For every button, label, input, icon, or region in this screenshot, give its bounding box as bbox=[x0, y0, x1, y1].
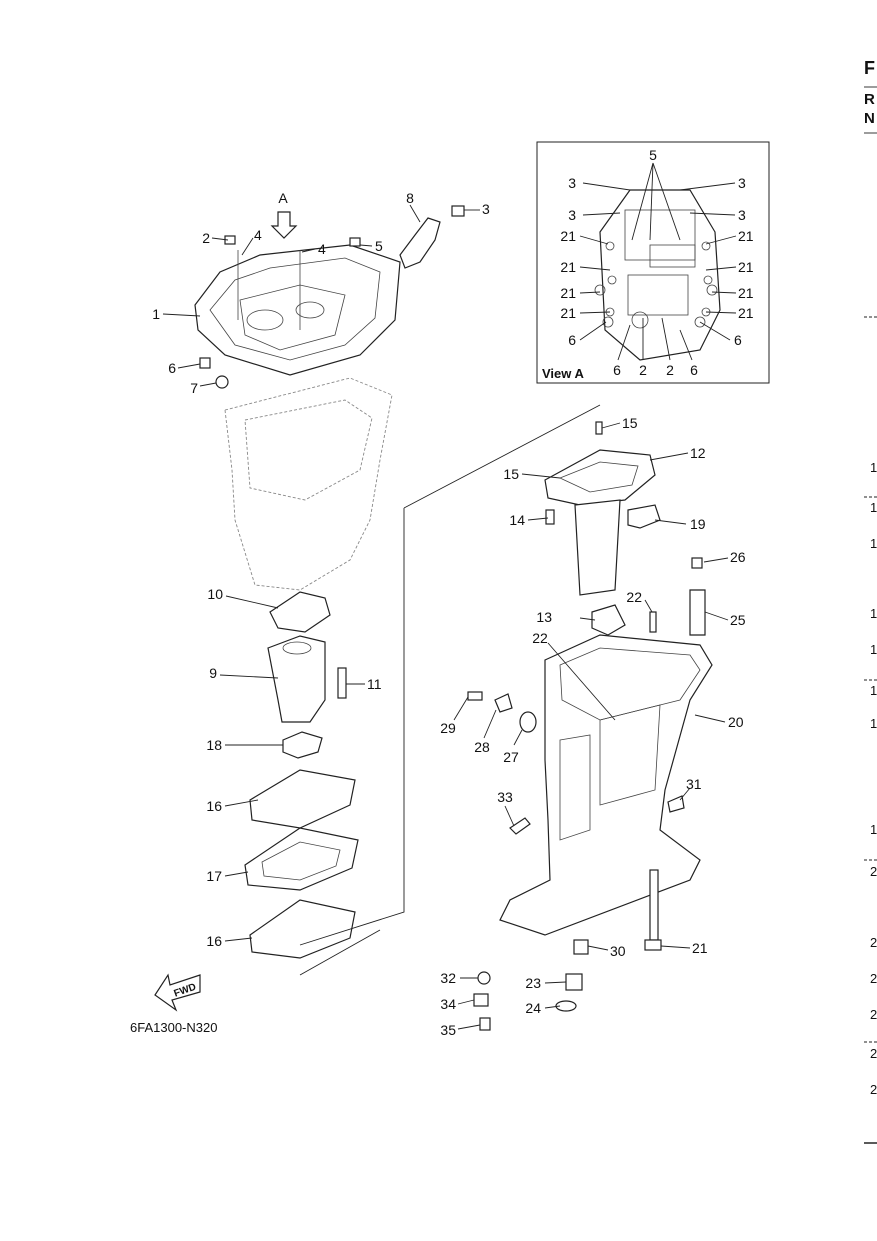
edge-char: 1 bbox=[870, 822, 877, 837]
callout-35: 35 bbox=[440, 1022, 456, 1038]
view-a-callout: 21 bbox=[738, 305, 754, 321]
callout-31: 31 bbox=[686, 776, 702, 792]
view-a-label: View A bbox=[542, 366, 585, 381]
callout-leaders bbox=[162, 204, 729, 1030]
view-a-callout: 6 bbox=[613, 362, 621, 378]
engine-block-ghost bbox=[224, 377, 393, 591]
view-a-callout: 21 bbox=[560, 259, 576, 275]
arrow-label: A bbox=[278, 190, 288, 206]
edge-char: 1 bbox=[870, 642, 877, 657]
callout-24: 24 bbox=[525, 1000, 541, 1016]
callout-1: 1 bbox=[152, 306, 160, 322]
view-a-callout: 2 bbox=[666, 362, 674, 378]
callout-9: 9 bbox=[209, 665, 217, 681]
callout-16b: 16 bbox=[206, 933, 222, 949]
callout-34: 34 bbox=[440, 996, 456, 1012]
callout-7: 7 bbox=[190, 380, 198, 396]
view-a-callout: 21 bbox=[738, 259, 754, 275]
drawing-code: 6FA1300-N320 bbox=[130, 1020, 217, 1035]
edge-char: 2 bbox=[870, 1007, 877, 1022]
view-a-callout: 3 bbox=[568, 175, 576, 191]
edge-char: 2 bbox=[870, 935, 877, 950]
view-a-arrow: A bbox=[270, 190, 298, 239]
callout-21: 21 bbox=[692, 940, 708, 956]
view-a-callout: 6 bbox=[568, 332, 576, 348]
view-a-callout: 21 bbox=[560, 285, 576, 301]
callout-19: 19 bbox=[690, 516, 706, 532]
exhaust-stack bbox=[244, 591, 359, 959]
view-a-callout: 21 bbox=[560, 228, 576, 244]
callout-15b: 15 bbox=[503, 466, 519, 482]
callout-28: 28 bbox=[474, 739, 490, 755]
callout-12: 12 bbox=[690, 445, 706, 461]
guide-line bbox=[299, 929, 381, 976]
upper-casing bbox=[499, 634, 713, 951]
callout-4: 4 bbox=[254, 227, 262, 243]
edge-char: 1 bbox=[870, 683, 877, 698]
callout-26: 26 bbox=[730, 549, 746, 565]
callout-8: 8 bbox=[406, 190, 414, 206]
edge-char: 1 bbox=[870, 716, 877, 731]
callouts: 1 2 3 4 4 5 6 7 8 9 10 11 12 13 14 15 15… bbox=[152, 190, 746, 1038]
edge-char: 2 bbox=[870, 864, 877, 879]
callout-27: 27 bbox=[503, 749, 519, 765]
callout-25: 25 bbox=[730, 612, 746, 628]
callout-6: 6 bbox=[168, 360, 176, 376]
edge-char: 2 bbox=[870, 971, 877, 986]
edge-char: 2 bbox=[870, 1082, 877, 1097]
view-a-callout: 21 bbox=[738, 285, 754, 301]
view-a-callout: 21 bbox=[560, 305, 576, 321]
edge-char: 1 bbox=[870, 536, 877, 551]
view-a-callout: 3 bbox=[568, 207, 576, 223]
guide-line bbox=[299, 508, 405, 946]
view-a-callout: 5 bbox=[649, 147, 657, 163]
view-a-callout: 3 bbox=[738, 175, 746, 191]
callout-29: 29 bbox=[440, 720, 456, 736]
callout-18: 18 bbox=[206, 737, 222, 753]
callout-10: 10 bbox=[207, 586, 223, 602]
callout-32: 32 bbox=[440, 970, 456, 986]
view-a-callout: 6 bbox=[690, 362, 698, 378]
edge-char: 2 bbox=[870, 1046, 877, 1061]
callout-15: 15 bbox=[622, 415, 638, 431]
edge-char: 1 bbox=[870, 460, 877, 475]
callout-13: 13 bbox=[536, 609, 552, 625]
callout-11: 11 bbox=[367, 676, 382, 692]
exhaust-guide bbox=[544, 421, 706, 636]
view-a-callout: 2 bbox=[639, 362, 647, 378]
view-a-callout: 21 bbox=[738, 228, 754, 244]
callout-4b: 4 bbox=[318, 241, 326, 257]
callout-23: 23 bbox=[525, 975, 541, 991]
view-a-inset: 5 3 3 3 3 21 21 21 21 21 21 21 21 6 6 6 … bbox=[536, 141, 770, 384]
callout-3: 3 bbox=[482, 201, 490, 217]
view-a-callout: 6 bbox=[734, 332, 742, 348]
callout-14: 14 bbox=[509, 512, 525, 528]
edge-char: F bbox=[864, 58, 875, 78]
edge-char: 1 bbox=[870, 606, 877, 621]
callout-33: 33 bbox=[497, 789, 513, 805]
callout-2: 2 bbox=[202, 230, 210, 246]
callout-22: 22 bbox=[626, 589, 642, 605]
callout-16: 16 bbox=[206, 798, 222, 814]
upper-case-assembly bbox=[194, 205, 465, 389]
guide-line bbox=[403, 404, 601, 509]
view-a-callout: 3 bbox=[738, 207, 746, 223]
callout-20: 20 bbox=[728, 714, 744, 730]
edge-char: 1 bbox=[870, 500, 877, 515]
callout-22b: 22 bbox=[532, 630, 548, 646]
edge-char: N bbox=[864, 110, 875, 127]
fwd-arrow: FWD bbox=[154, 973, 201, 1012]
edge-char: R bbox=[864, 91, 875, 108]
callout-17: 17 bbox=[206, 868, 222, 884]
callout-30: 30 bbox=[610, 943, 626, 959]
callout-5: 5 bbox=[375, 238, 383, 254]
